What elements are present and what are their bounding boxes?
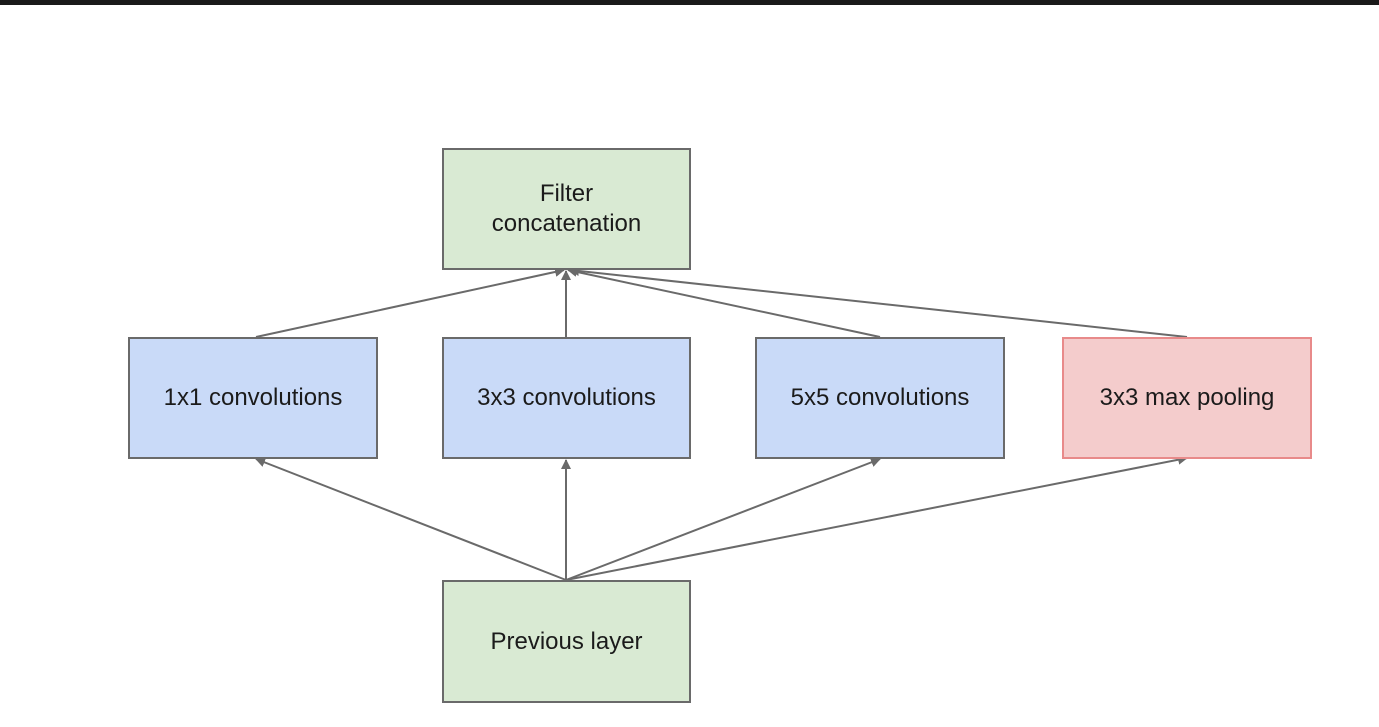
conv-1x1-label: 1x1 convolutions [163,384,343,411]
filter-concatenation-node: Filter concatenation [442,148,691,270]
conv-5x5-label: 5x5 convolutions [790,384,970,411]
conv-5x5-node: 5x5 convolutions [755,337,1005,459]
max-pooling-label: 3x3 max pooling [1099,384,1275,411]
edge-previous-to-5x5 [565,457,881,581]
filter-concatenation-label: Filter concatenation [491,180,642,237]
edge-maxpool-to-concat [569,266,1188,338]
edge-previous-to-1x1 [255,457,567,581]
conv-3x3-node: 3x3 convolutions [442,337,691,459]
conv-1x1-node: 1x1 convolutions [128,337,378,459]
edge-5x5-to-concat [567,267,881,338]
conv-3x3-label: 3x3 convolutions [477,384,656,411]
previous-layer-label: Previous layer [490,627,643,655]
max-pooling-node: 3x3 max pooling [1062,337,1312,459]
edge-previous-to-maxpool [565,454,1188,581]
previous-layer-node: Previous layer [442,580,691,703]
top-border-bar [0,0,1379,5]
edge-1x1-to-concat [255,267,565,338]
